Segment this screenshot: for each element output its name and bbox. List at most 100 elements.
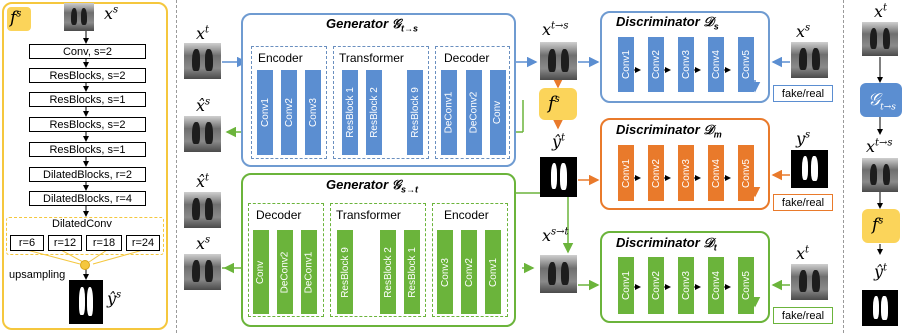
rate-3: r=24	[126, 235, 160, 251]
gen-ts-transformer-group	[333, 46, 429, 159]
rp-fs-module: fs	[862, 209, 900, 243]
gen-ts-dec-block-2: Conv	[490, 70, 506, 155]
discriminator-m-panel	[600, 118, 770, 210]
label-xst: xs→t	[542, 226, 569, 245]
xray-xt-top	[184, 43, 221, 79]
gen-st-res-block-2: ResBlock 1	[404, 230, 420, 314]
mask-yt-hat	[540, 157, 577, 197]
disc-t-block-1: Conv2	[648, 257, 664, 314]
rp-mask-yt	[862, 290, 898, 326]
xray-xt-right	[791, 264, 828, 300]
rp-label-xt: xt	[874, 2, 888, 21]
disc-m-output: fake/real	[773, 194, 833, 211]
rp-xray-xts	[862, 158, 898, 192]
xray-xs-hat	[184, 116, 221, 152]
gen-st-enc-block-1: Conv2	[461, 230, 477, 314]
rp-generator-ts: 𝒢t→s	[860, 83, 902, 117]
gen-ts-decoder-group	[435, 46, 510, 159]
rate-1: r=12	[48, 235, 82, 251]
fs-module: fs	[539, 88, 577, 120]
layer-1: ResBlocks, s=2	[29, 68, 146, 83]
disc-s-block-3: Conv4	[708, 37, 724, 92]
mask-ys	[791, 150, 828, 188]
dilated-conv-title: DilatedConv	[52, 218, 112, 230]
label-xt-hat: x̂t	[196, 172, 210, 191]
disc-t-block-3: Conv4	[708, 257, 724, 314]
fs-tag-sup: s	[16, 8, 22, 20]
label-ys: ys	[796, 129, 811, 148]
discriminator-t-panel	[600, 231, 770, 323]
label-xts: xt→s	[542, 20, 569, 39]
gen-st-decoder-group	[248, 203, 324, 317]
output-mask-ys	[69, 280, 103, 324]
input-xray-xs	[64, 3, 94, 31]
output-label-ys: ŷs	[107, 289, 122, 308]
disc-m-block-3: Conv4	[708, 145, 724, 201]
layer-4: ResBlocks, s=1	[29, 142, 146, 157]
gen-ts-decoder-label: Decoder	[444, 51, 490, 65]
rate-2: r=18	[86, 235, 122, 251]
gen-st-res-block-1: ResBlock 2	[380, 230, 396, 314]
xray-xs-bottom	[184, 254, 221, 290]
label-xt-right: xt	[796, 244, 810, 263]
gen-st-decoder-label: Decoder	[256, 208, 302, 222]
input-label-xs: xs	[104, 4, 119, 23]
disc-s-block-2: Conv3	[678, 37, 694, 92]
disc-t-block-4: Conv5	[738, 257, 754, 314]
disc-m-block-0: Conv1	[618, 145, 634, 201]
disc-t-block-2: Conv3	[678, 257, 694, 314]
gen-ts-enc-block-1: Conv2	[281, 70, 297, 155]
disc-t-block-0: Conv1	[618, 257, 634, 314]
xray-xts	[540, 42, 577, 80]
gen-st-encoder-label: Encoder	[444, 208, 489, 222]
concat-node-icon	[80, 260, 90, 270]
layer-3: ResBlocks, s=2	[29, 117, 146, 132]
gen-st-enc-block-0: Conv3	[437, 230, 453, 314]
disc-t-title: Discriminator 𝒟t	[616, 235, 717, 253]
disc-m-block-1: Conv2	[648, 145, 664, 201]
rate-0: r=6	[10, 235, 44, 251]
gen-ts-encoder-group	[251, 46, 327, 159]
label-xs-hat: x̂s	[196, 96, 211, 115]
label-xs-bottom: xs	[196, 234, 211, 253]
discriminator-s-panel	[600, 11, 770, 103]
rp-xray-xt	[862, 22, 898, 56]
gen-st-transformer-label: Transformer	[336, 208, 401, 222]
xray-xst	[540, 255, 577, 293]
gen-ts-enc-block-2: Conv3	[305, 70, 321, 155]
gen-st-dec-block-0: Conv	[253, 230, 269, 314]
label-xt-top: xt	[196, 24, 210, 43]
gen-ts-res-block-0: ResBlock 1	[342, 70, 358, 155]
disc-t-output: fake/real	[773, 307, 833, 324]
gen-ts-enc-block-0: Conv1	[257, 70, 273, 155]
gen-ts-transformer-label: Transformer	[339, 51, 404, 65]
disc-m-block-4: Conv5	[738, 145, 754, 201]
gen-st-encoder-group	[432, 203, 508, 317]
upsampling-label: upsampling	[9, 269, 66, 281]
gen-ts-dec-block-0: DeConv1	[441, 70, 457, 155]
gen-st-res-block-0: ResBlock 9	[337, 230, 353, 314]
gen-ts-title: Generator 𝒢t→s	[326, 16, 419, 34]
gen-st-enc-block-2: Conv1	[485, 230, 501, 314]
gen-ts-encoder-label: Encoder	[258, 51, 303, 65]
rp-label-xts: xt→s	[866, 137, 893, 156]
gen-ts-dec-block-1: DeConv2	[466, 70, 482, 155]
separator-left	[176, 0, 177, 333]
disc-s-block-4: Conv5	[738, 37, 754, 92]
xray-xs-right	[791, 42, 828, 78]
separator-right	[843, 0, 844, 333]
gen-ts-res-block-1: ResBlock 2	[366, 70, 382, 155]
fs-tag: fs	[7, 7, 31, 31]
gen-ts-res-block-2: ResBlock 9	[407, 70, 423, 155]
disc-s-title: Discriminator 𝒟s	[616, 14, 719, 32]
label-yt-hat: ŷt	[552, 132, 566, 151]
layer-6: DilatedBlocks, r=4	[29, 191, 146, 206]
xray-xt-hat	[184, 192, 221, 228]
disc-m-title: Discriminator 𝒟m	[616, 122, 722, 140]
label-xs-right: xs	[796, 22, 811, 41]
disc-s-block-0: Conv1	[618, 37, 634, 92]
gen-st-transformer-group	[330, 203, 426, 317]
gen-st-dec-block-1: DeConv2	[277, 230, 293, 314]
gen-st-title: Generator 𝒢s→t	[326, 177, 419, 195]
